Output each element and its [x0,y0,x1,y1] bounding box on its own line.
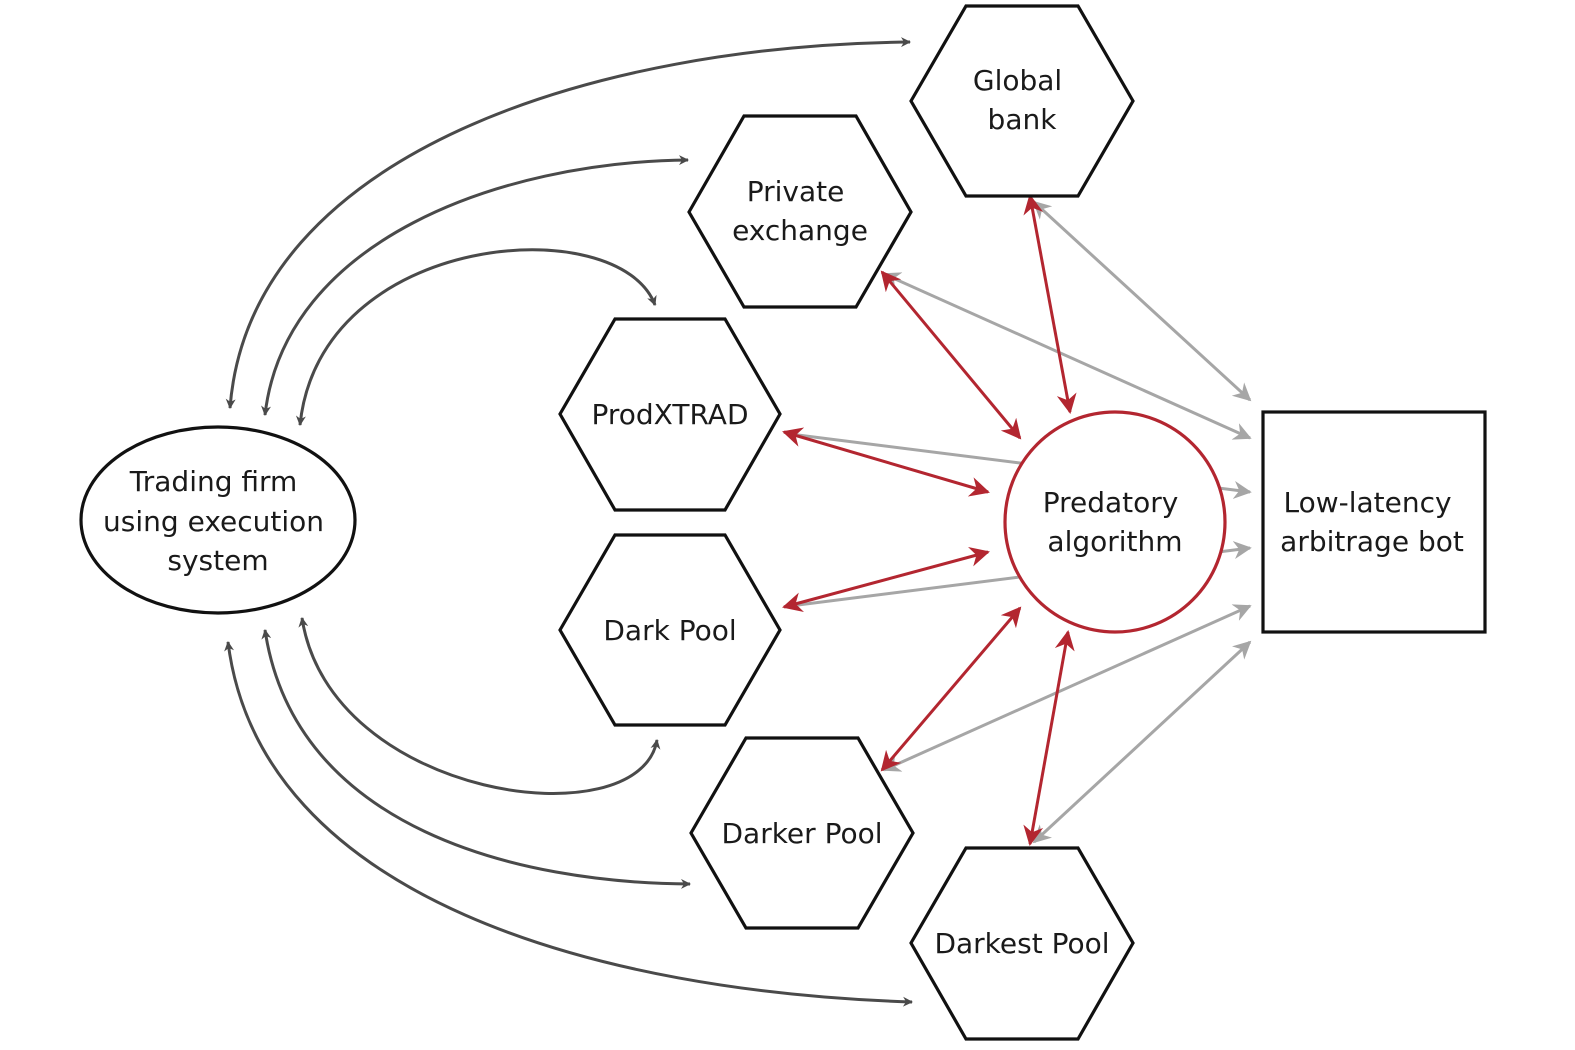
prodxtrad-hexagon [558,317,782,512]
node-darker-pool: Darker Pool [689,736,915,930]
edge-private-exchange-arbitrage [882,272,1252,440]
node-global-bank: Global bank [909,4,1135,198]
darkest-pool-hexagon [909,846,1135,1041]
node-trading-firm: Trading firm using execution system [79,425,357,615]
edge-darker-pool-arbitrage [882,604,1252,772]
darker-pool-label: Darker Pool [721,817,882,850]
predatory-algorithm-circle [1003,410,1227,634]
dark-pool-label: Dark Pool [603,614,736,647]
edge-predator-prodxtrad [782,427,990,497]
node-darkest-pool: Darkest Pool [909,846,1135,1041]
edge-predator-private-exchange [880,270,1022,440]
edge-firm-prodxtrad [295,248,657,426]
edge-predator-darkest-pool [1023,630,1075,846]
darker-pool-hexagon [689,736,915,930]
private-exchange-hexagon [687,114,913,309]
arbitrage-bot-box [1261,410,1487,634]
private-exchange-label-line2: exchange [732,214,868,247]
edge-firm-global-bank [225,37,911,409]
global-bank-label-line1: Global [973,64,1062,97]
edge-predator-dark-pool [782,547,990,612]
svg-text:Private exchange: Private exchange [732,175,868,247]
edge-darkest-pool-arbitrage [1032,640,1252,844]
svg-text:Predatory algorithm: Predatory algorithm [1043,486,1188,558]
global-bank-hexagon [909,4,1135,198]
prodxtrad-label: ProdXTRAD [591,398,748,431]
edge-predator-global-bank [1023,194,1077,414]
trading-firm-ellipse [79,425,357,615]
node-private-exchange: Private exchange [687,114,913,309]
edges-layer [224,37,1252,1007]
edge-global-bank-arbitrage [1032,200,1252,402]
node-predatory-algorithm: Predatory algorithm [1003,410,1227,634]
edge-predator-darker-pool [880,606,1022,772]
dark-pool-hexagon [558,533,782,727]
node-prodxtrad: ProdXTRAD [558,317,782,512]
darkest-pool-label: Darkest Pool [934,927,1109,960]
node-arbitrage-bot: Low-latency arbitrage bot [1261,410,1487,634]
global-bank-label-line2: bank [988,103,1058,136]
predatory-algorithm-label-line2: algorithm [1047,525,1182,558]
trading-firm-label-line2: using execution [103,505,324,538]
edge-firm-private-exchange [261,155,689,416]
svg-text:Trading firm using exe: Trading firm using execution system [103,465,333,577]
edge-firm-darkest-pool [224,641,913,1007]
trading-firm-label-line1: Trading firm [129,465,298,498]
arbitrage-bot-label-line1: Low-latency [1283,486,1451,519]
svg-text:Low-latency arbitrage: Low-latency arbitrage bot [1280,486,1464,558]
node-dark-pool: Dark Pool [558,533,782,727]
arbitrage-bot-label-line2: arbitrage bot [1280,525,1464,558]
nodes-layer: Trading firm using execution system Glob… [79,4,1487,1041]
svg-text:Global bank: Global bank [973,64,1071,136]
trading-firm-label-line3: system [167,544,268,577]
private-exchange-label-line1: Private [747,175,845,208]
predatory-algorithm-label-line1: Predatory [1043,486,1179,519]
